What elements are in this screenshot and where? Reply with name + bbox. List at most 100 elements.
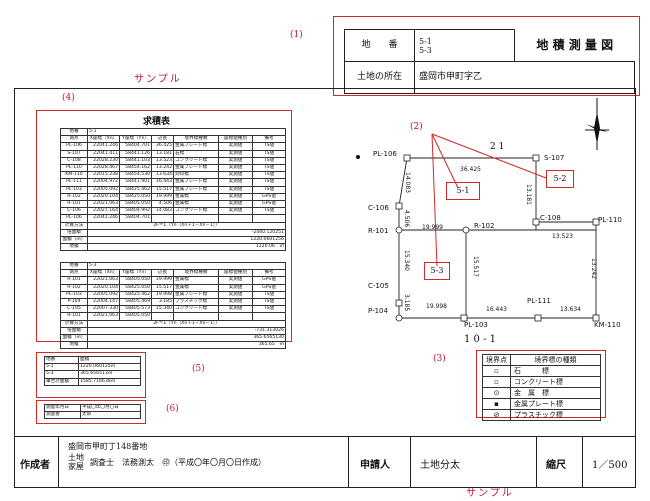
marker-2: (2): [410, 122, 423, 132]
legend-kind: コンクリート標: [510, 376, 601, 388]
legend-col-point: 境界点: [482, 354, 511, 366]
point-pl106: PL-106: [373, 150, 397, 158]
summary-area-cell: 1585.716638㎡: [78, 377, 141, 386]
author-label: 作成者: [20, 460, 50, 471]
author-line-3: 家屋: [68, 462, 84, 471]
summary-area-cell: 365.656513㎡: [78, 370, 141, 379]
t1-area-value: 1220.0601256: [86, 236, 287, 245]
footer-divider-2: [348, 436, 349, 488]
survey-date-value: 平成〇年〇月〇日: [80, 403, 141, 413]
drawing-sheet: [14, 88, 636, 488]
dim-c108-pl110: 13.523: [552, 233, 573, 240]
t1-cell: TS値: [251, 178, 287, 187]
legend-symbol-icon: ▫: [482, 376, 511, 388]
marker-6: (6): [166, 404, 179, 414]
point-pl103: PL-103: [464, 321, 488, 329]
footer-bar: [14, 436, 636, 488]
legend-kind: 石 標: [510, 365, 601, 377]
t1-cell: TS値: [251, 142, 287, 151]
area-table-title: 求積表: [143, 117, 171, 127]
point-p104: P-104: [368, 307, 388, 315]
lot-5-1-text: 5-1: [456, 186, 470, 195]
t1-cell: TS値: [251, 149, 287, 158]
t1-calc-formula: 2F＝Σ（Yn（Xn＋1－Xn－1））: [86, 221, 287, 230]
dim-r102-pl103: 15.517: [472, 256, 479, 277]
parcel-label: 地 番: [344, 29, 415, 62]
t1-cell: TS値: [251, 207, 287, 216]
north-arrow-icon: [585, 98, 609, 150]
t2-header-cell: 備考: [251, 269, 287, 278]
legend-table: 境界点 境界標の種類 ▫石 標▫コンクリート標⊙金 属 標▪金属プレート標⊘プラ…: [482, 354, 601, 421]
lot-5-2-text: 5-2: [553, 174, 567, 183]
legend-kind: プラスチック標: [510, 409, 601, 421]
dim-left-top: 14.083: [404, 172, 411, 193]
dim-pl110-km110: 13.242: [590, 258, 597, 279]
legend-kind: 金 属 標: [510, 387, 601, 399]
t1-cell: TS値: [251, 171, 287, 180]
author-line-1: 盛岡市甲町丁148番地: [68, 442, 148, 451]
dim-bottom-mid: 16.443: [486, 306, 507, 313]
legend-body: ▫石 標▫コンクリート標⊙金 属 標▪金属プレート標⊘プラスチック標: [482, 365, 601, 421]
t1-cell: [251, 214, 287, 223]
legend-row: ⊙金 属 標: [482, 387, 601, 399]
summary-area-cell: 1220.060125㎡: [78, 363, 141, 372]
marker-3: (3): [433, 354, 446, 364]
point-km110: KM-110: [594, 321, 621, 329]
t1-cell: GPS値: [251, 200, 287, 209]
t1-double-area-value: -2440.120251: [86, 228, 287, 238]
point-c105: C-105: [368, 282, 389, 290]
point-pl110: PL-110: [598, 216, 622, 224]
surveyor-value: 太郎: [80, 411, 141, 420]
scale-value: 1／500: [592, 460, 628, 471]
legend-row: ▪金属プレート標: [482, 398, 601, 410]
t2-cell: GPS値: [251, 276, 287, 285]
legend-kind: 金属プレート標: [510, 398, 601, 410]
t1-ground-area-value: 1220.06 ㎡: [86, 243, 287, 252]
scale-label: 縮尺: [546, 460, 566, 471]
marker-4: (4): [62, 93, 75, 103]
t2-cell: TS値: [251, 298, 287, 307]
point-r101: R-101: [368, 227, 389, 235]
dim-c106: 4.506: [403, 210, 410, 228]
point-c106: C-106: [368, 204, 389, 212]
dim-bottom-left: 19.998: [426, 303, 447, 310]
applicant-value: 土地分太: [420, 460, 460, 471]
footer-divider-5: [582, 436, 583, 488]
sample-label-bottom: サンプル: [466, 488, 514, 499]
parcel-value-1: 5-1: [419, 36, 432, 46]
point-pl111: PL-111: [527, 297, 551, 305]
parcel-value-2: 5-3: [419, 45, 432, 55]
point-r102: R-102: [474, 222, 495, 230]
lot-5-3-text: 5-3: [430, 266, 444, 275]
footer-divider-1: [58, 436, 59, 488]
t1-header-cell: 備考: [251, 135, 287, 144]
survey-info-highlight: [36, 400, 146, 424]
legend-row: ⊘プラスチック標: [482, 409, 601, 421]
marker-5: (5): [192, 364, 205, 374]
lot-5-2-label: 5-2: [546, 170, 574, 188]
t2-calc-formula: 2F＝Σ（Yn（Xn＋1－Xn－1））: [86, 319, 287, 328]
legend-symbol-icon: ⊙: [482, 387, 511, 399]
parcel-value: 5-1 5-3: [414, 29, 515, 62]
t1-cell: TS値: [251, 164, 287, 173]
point-s107: S-107: [544, 154, 565, 162]
